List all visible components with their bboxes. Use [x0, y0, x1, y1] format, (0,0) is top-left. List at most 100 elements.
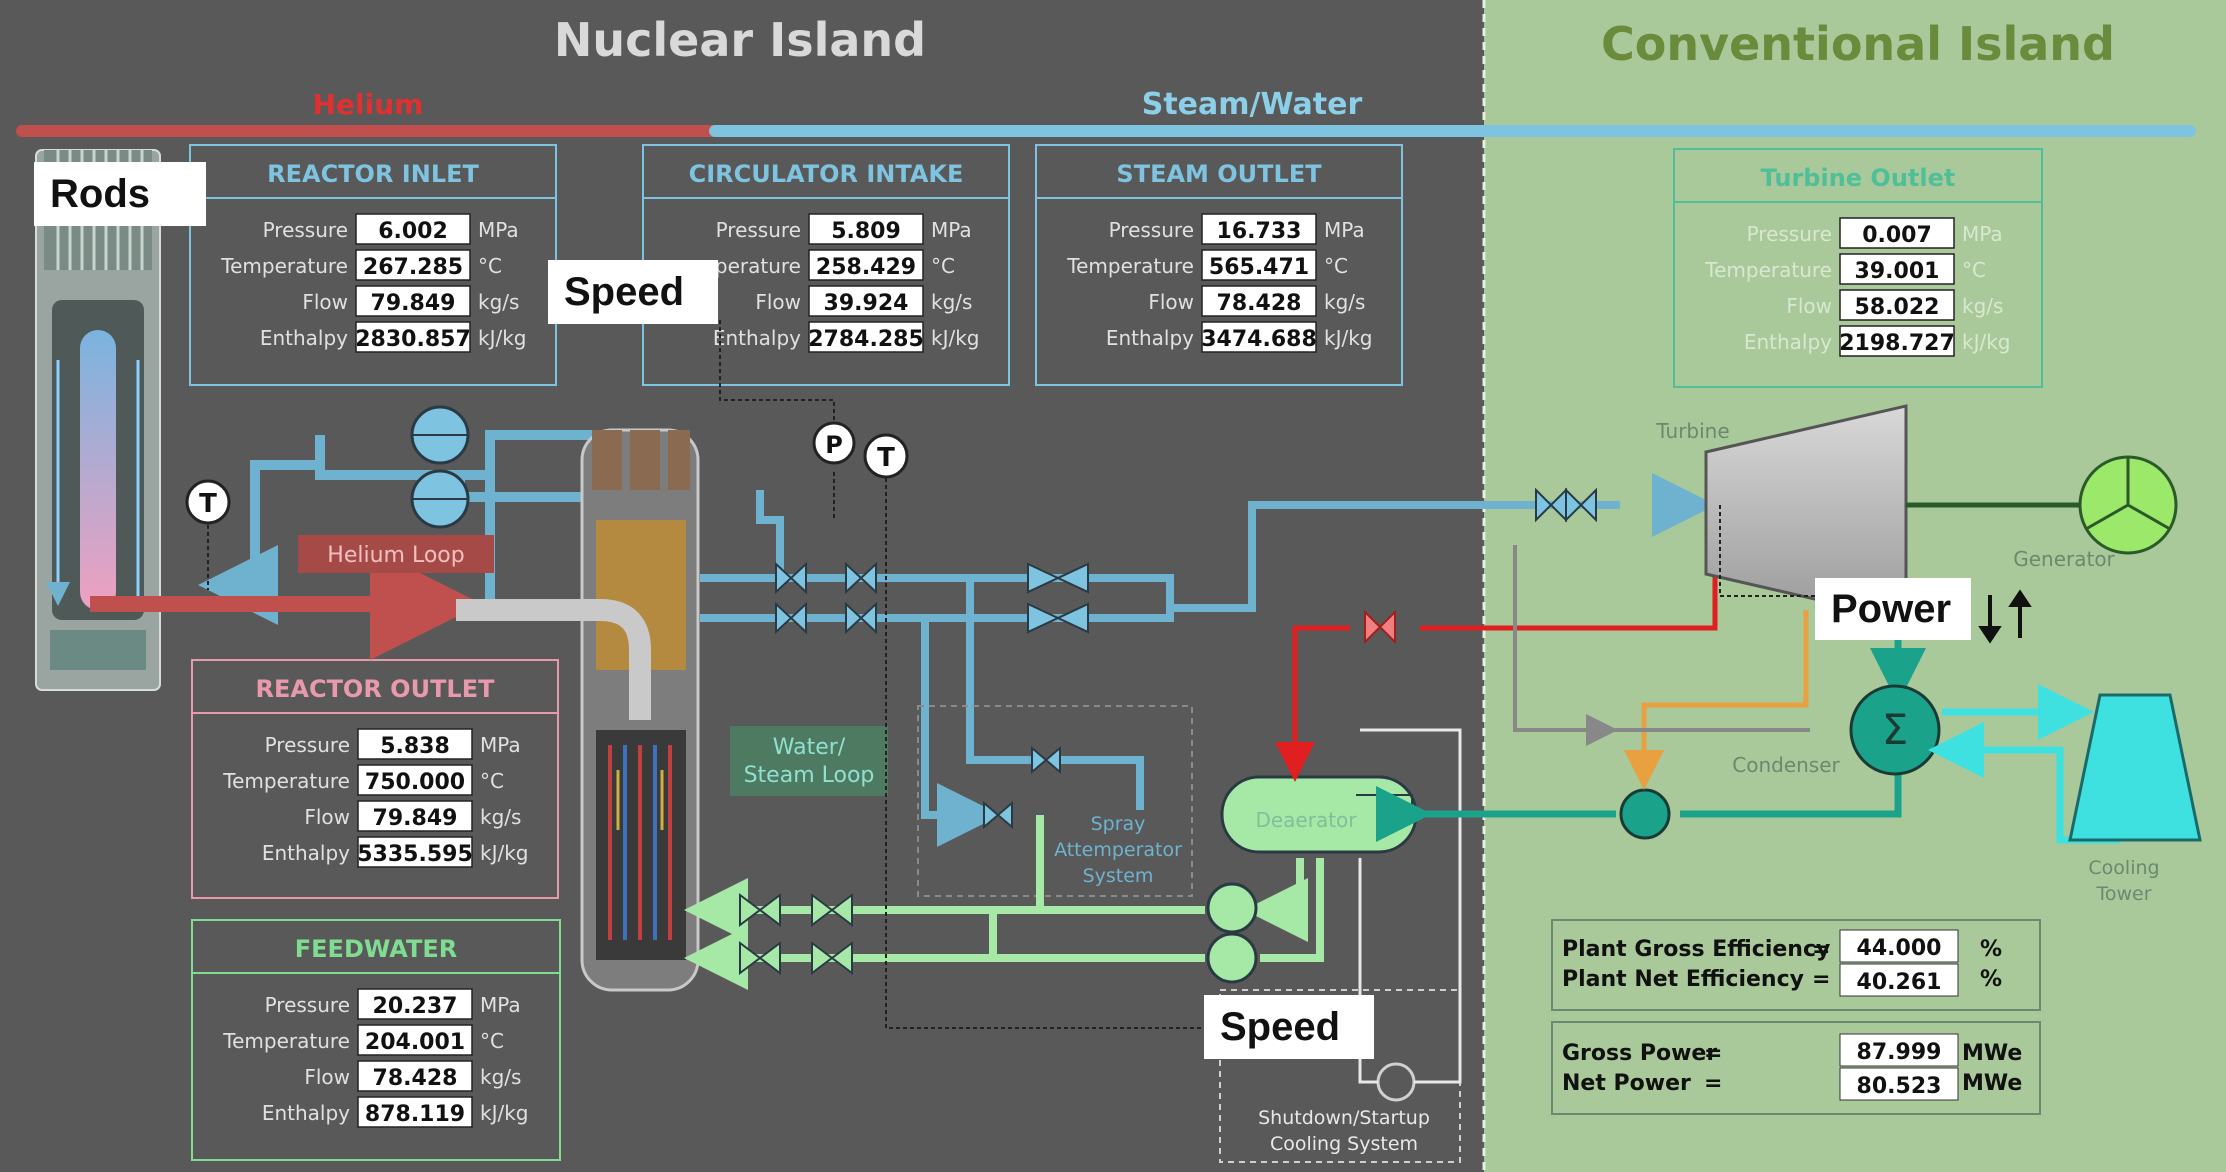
param-value: 565.471: [1209, 255, 1309, 280]
spray-label-1: Spray: [1091, 813, 1146, 835]
nuclear-island-title: Nuclear Island: [554, 13, 926, 67]
water-steam-loop-label-2: Steam Loop: [744, 763, 875, 788]
param-unit: °C: [480, 769, 504, 793]
steam-water-label: Steam/Water: [1142, 87, 1363, 122]
svg-text:%: %: [1980, 967, 2002, 992]
param-value: 16.733: [1217, 219, 1302, 244]
param-unit: °C: [1324, 254, 1348, 278]
param-unit: kJ/kg: [1962, 330, 2011, 354]
param-label: Flow: [302, 290, 348, 314]
param-unit: kg/s: [480, 805, 521, 829]
speed-label-bottom[interactable]: Speed: [1204, 995, 1374, 1059]
param-unit: MPa: [931, 218, 972, 242]
param-value: 750.000: [365, 770, 465, 795]
param-value: 878.119: [365, 1102, 465, 1127]
param-value: 39.924: [824, 291, 909, 316]
cooling-label-1: Cooling: [2088, 857, 2159, 879]
param-label: Enthalpy: [713, 326, 801, 350]
param-label: Temperature: [222, 1029, 350, 1053]
helium-label: Helium: [313, 88, 424, 121]
param-value: 39.001: [1855, 259, 1940, 284]
net-efficiency-label: Plant Net Efficiency: [1562, 967, 1804, 992]
turbine-label: Turbine: [1655, 419, 1729, 443]
spray-system-box: [917, 705, 1193, 897]
shutdown-label-1: Shutdown/Startup: [1258, 1107, 1430, 1129]
cooling-tower-icon: [2068, 693, 2202, 842]
condensate-pump-icon: [1619, 788, 1671, 840]
param-unit: °C: [480, 1029, 504, 1053]
param-label: perature: [715, 254, 801, 278]
power-adjust-arrows[interactable]: [1978, 589, 2032, 644]
pressure-sensor[interactable]: P: [812, 421, 856, 465]
param-unit: °C: [478, 254, 502, 278]
param-label: Flow: [1148, 290, 1194, 314]
param-unit: kg/s: [931, 290, 972, 314]
param-value: 0.007: [1862, 223, 1932, 248]
water-steam-loop-label-1: Water/: [773, 735, 846, 760]
temperature-sensor-2[interactable]: T: [863, 433, 909, 479]
water-steam-loop-tag: [730, 726, 888, 796]
helium-loop-label: Helium Loop: [327, 543, 464, 568]
param-label: Temperature: [222, 769, 350, 793]
param-label: Pressure: [265, 733, 350, 757]
param-value: 204.001: [365, 1030, 465, 1055]
reactor-inlet-title: REACTOR INLET: [267, 160, 479, 188]
temperature-sensor-1[interactable]: T: [185, 479, 231, 525]
feed-pump-2-icon: [1206, 932, 1258, 984]
param-label: Enthalpy: [1744, 330, 1832, 354]
circulator-intake-title: CIRCULATOR INTAKE: [689, 160, 964, 188]
param-value: 258.429: [816, 255, 916, 280]
param-label: Enthalpy: [262, 1101, 350, 1125]
svg-text:MWe: MWe: [1962, 1071, 2022, 1096]
param-label: Flow: [304, 805, 350, 829]
rods-label[interactable]: Rods: [34, 162, 206, 226]
param-value: 20.237: [373, 994, 458, 1019]
param-value: 2198.727: [1839, 331, 1955, 356]
feedwater-valves: [739, 893, 853, 975]
gross-efficiency-value: 44.000: [1857, 936, 1942, 961]
param-unit: kJ/kg: [480, 1101, 529, 1125]
param-label: Enthalpy: [260, 326, 348, 350]
power-panel: [1551, 1021, 2041, 1115]
net-power-value: 80.523: [1857, 1074, 1942, 1099]
feed-pump-1-icon: [1206, 882, 1258, 934]
param-label: Flow: [755, 290, 801, 314]
param-unit: MPa: [480, 733, 521, 757]
speed-label-top[interactable]: Speed: [548, 260, 718, 324]
param-value: 3474.688: [1201, 327, 1317, 352]
steam-valves: [775, 487, 1597, 830]
param-value: 78.428: [1217, 291, 1302, 316]
svg-text:=: =: [1704, 1041, 1722, 1066]
param-unit: kg/s: [1324, 290, 1365, 314]
param-label: Temperature: [1704, 258, 1832, 282]
gross-efficiency-label: Plant Gross Efficiency: [1562, 937, 1830, 962]
svg-text:T: T: [199, 489, 217, 519]
param-label: Pressure: [716, 218, 801, 242]
shutdown-system-box: [1219, 989, 1461, 1163]
param-value: 79.849: [373, 806, 458, 831]
svg-text:=: =: [1704, 1071, 1722, 1096]
steam-generator: [456, 428, 700, 992]
shutdown-label-2: Cooling System: [1270, 1133, 1418, 1155]
param-label: Flow: [304, 1065, 350, 1089]
param-value: 5.809: [831, 219, 901, 244]
param-value: 78.428: [373, 1066, 458, 1091]
conventional-island-title: Conventional Island: [1601, 17, 2115, 71]
power-label[interactable]: Power: [1815, 578, 1971, 640]
param-label: Temperature: [1066, 254, 1194, 278]
param-label: Pressure: [1109, 218, 1194, 242]
reactor-outlet-title: REACTOR OUTLET: [256, 675, 496, 703]
turbine-outlet-title: Turbine Outlet: [1761, 164, 1956, 192]
param-label: Pressure: [263, 218, 348, 242]
param-label: Enthalpy: [1106, 326, 1194, 350]
param-value: 6.002: [378, 219, 448, 244]
param-unit: MPa: [478, 218, 519, 242]
efficiency-panel: [1551, 919, 2041, 1011]
svg-text:Σ: Σ: [1882, 705, 1909, 754]
feedwater-lines: [684, 815, 1324, 990]
param-label: Pressure: [265, 993, 350, 1017]
